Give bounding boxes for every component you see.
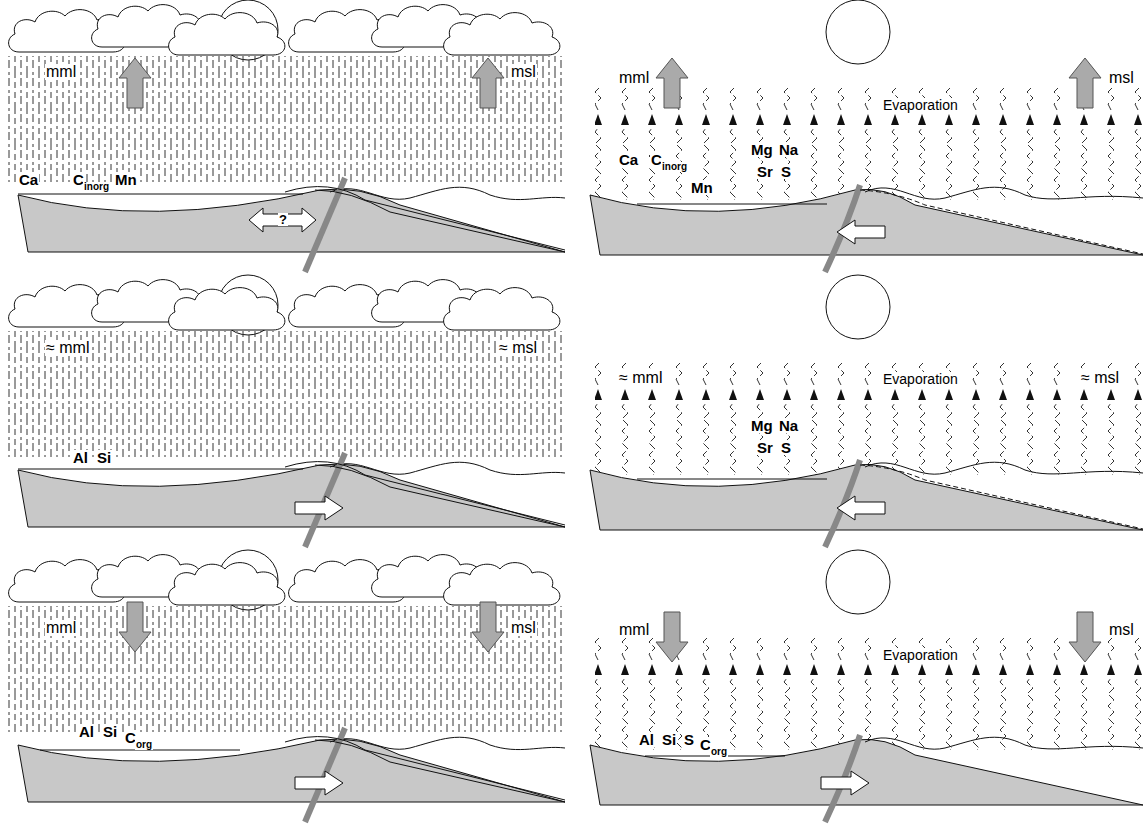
element-label: Mg — [750, 418, 774, 433]
element-label: Si — [661, 732, 677, 747]
subscript-label: inorg — [661, 162, 688, 172]
element-label: Al — [72, 450, 89, 465]
sea-level-label: msl — [510, 620, 537, 636]
sea-level-label: ≈ msl — [1080, 370, 1120, 386]
lake-level-label: ≈ mml — [618, 370, 663, 386]
lake-level-label: mml — [45, 64, 77, 80]
element-label: Mn — [690, 180, 714, 195]
lake-level-label: mml — [618, 70, 650, 86]
element-label: Sr — [756, 440, 774, 455]
process-label: Evaporation — [882, 372, 959, 386]
element-label: Al — [638, 732, 655, 747]
sea-level-label: msl — [1108, 70, 1135, 86]
element-label: Al — [78, 724, 95, 739]
element-label: Na — [778, 142, 799, 157]
element-label: Na — [778, 418, 799, 433]
process-label: Evaporation — [882, 98, 959, 112]
lake-level-label: mml — [618, 622, 650, 638]
element-label: S — [780, 440, 792, 455]
element-label: Ca — [618, 152, 639, 167]
element-label: Mg — [750, 142, 774, 157]
lake-level-label: ≈ mml — [45, 340, 90, 356]
element-label: Mn — [114, 172, 138, 187]
element-label: Si — [102, 724, 118, 739]
sea-level-label: ≈ msl — [498, 340, 538, 356]
question-mark: ? — [278, 213, 288, 226]
element-label: Si — [96, 450, 112, 465]
element-label: Sr — [756, 164, 774, 179]
subscript-label: org — [710, 747, 728, 757]
subscript-label: inorg — [83, 182, 110, 192]
element-label: S — [780, 164, 792, 179]
element-label: S — [683, 732, 695, 747]
lake-level-label: mml — [45, 620, 77, 636]
element-label: Ca — [18, 172, 39, 187]
sea-level-label: msl — [510, 64, 537, 80]
sea-level-label: msl — [1108, 622, 1135, 638]
process-label: Evaporation — [882, 648, 959, 662]
subscript-label: org — [135, 740, 153, 750]
